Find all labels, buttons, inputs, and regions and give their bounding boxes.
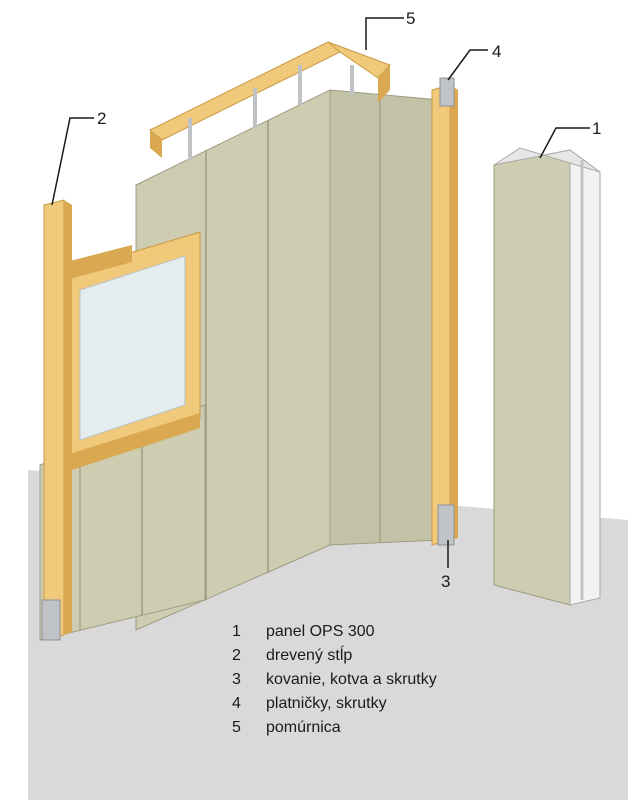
window: [65, 231, 201, 472]
corner-post: [431, 77, 458, 546]
legend-item: 4 platničky, skrutky: [232, 692, 437, 716]
legend-text: pomúrnica: [266, 719, 341, 736]
panel-ops-300: [493, 147, 601, 606]
callout-2: 2: [51, 109, 106, 206]
callout-4: 4: [447, 42, 501, 81]
right-wall: [329, 89, 441, 546]
legend-number: 5: [232, 719, 241, 736]
callout-1: 1: [539, 119, 601, 159]
legend-number: 4: [232, 695, 241, 712]
legend-number: 3: [232, 671, 241, 688]
legend-text: platničky, skrutky: [266, 695, 387, 712]
legend: 1 panel OPS 300 2 drevený stĺp 3 kovanie…: [232, 620, 437, 740]
legend-item: 5 pomúrnica: [232, 716, 437, 740]
wooden-post: [41, 199, 72, 641]
legend-item: 1 panel OPS 300: [232, 620, 437, 644]
legend-item: 3 kovanie, kotva a skrutky: [232, 668, 437, 692]
callout-5-label: 5: [406, 9, 415, 28]
legend-text: panel OPS 300: [266, 623, 375, 640]
legend-text: drevený stĺp: [266, 647, 353, 664]
legend-number: 2: [232, 647, 241, 664]
legend-number: 1: [232, 623, 241, 640]
callout-4-label: 4: [492, 42, 501, 61]
legend-item: 2 drevený stĺp: [232, 644, 437, 668]
callout-1-label: 1: [592, 119, 601, 138]
callout-3: 3: [441, 540, 450, 591]
callout-2-label: 2: [97, 109, 106, 128]
top-plate: [149, 41, 391, 160]
legend-text: kovanie, kotva a skrutky: [266, 671, 437, 688]
callout-5: 5: [365, 9, 415, 50]
callout-3-label: 3: [441, 572, 450, 591]
